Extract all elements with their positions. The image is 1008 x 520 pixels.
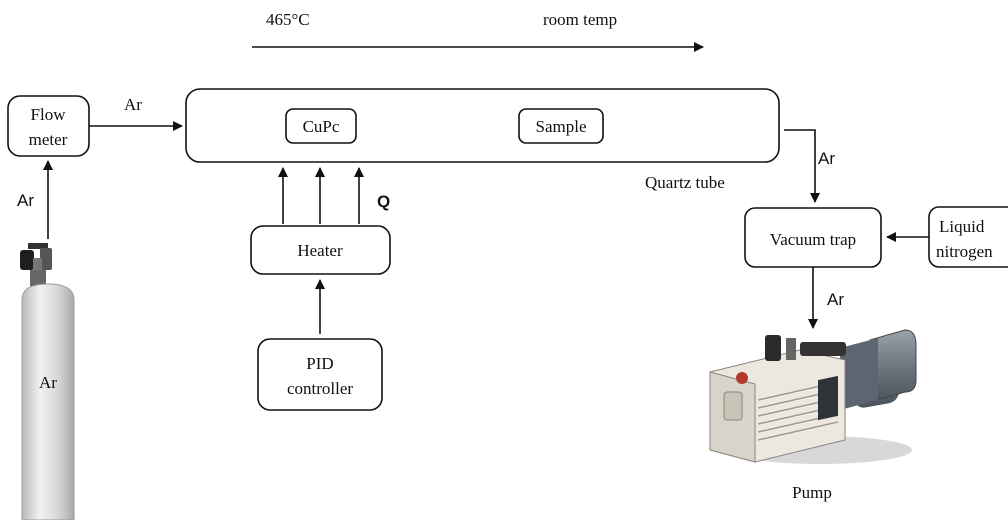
flow-meter-label-line1: Flow xyxy=(31,105,67,124)
sample-box xyxy=(518,108,604,144)
sample-label: Sample xyxy=(536,117,587,136)
liquid-nitrogen-label-line1: Liquid xyxy=(939,217,985,236)
pid-label-line1: PID xyxy=(306,354,333,373)
pump-label: Pump xyxy=(792,483,832,502)
gas-label-left: Ar xyxy=(17,191,34,210)
flow-meter-label-line2: meter xyxy=(29,130,68,149)
ar-to-pump-label: Ar xyxy=(827,290,844,309)
gas-label-top: Ar xyxy=(124,95,142,114)
quartz-tube-label: Quartz tube xyxy=(645,173,725,192)
quartz-tube-box xyxy=(185,88,780,163)
heat-label: Q xyxy=(377,192,390,211)
heater-label: Heater xyxy=(297,241,343,260)
gas-cylinder-image xyxy=(20,243,75,520)
liquid-nitrogen-box xyxy=(928,206,1008,268)
vacuum-trap-label: Vacuum trap xyxy=(770,230,856,249)
pid-controller-box xyxy=(257,338,383,411)
heater-box xyxy=(250,225,391,275)
ar-to-trap-label: Ar xyxy=(818,149,835,168)
cupc-label: CuPc xyxy=(303,117,340,136)
liquid-nitrogen-label-line2: nitrogen xyxy=(936,242,993,261)
cylinder-label: Ar xyxy=(39,373,57,392)
tube-to-trap-arrow xyxy=(784,129,820,203)
temp-room-label: room temp xyxy=(543,10,617,29)
vacuum-pump-image xyxy=(709,329,917,464)
cupc-box xyxy=(285,108,357,144)
pid-label-line2: controller xyxy=(287,379,353,398)
temp-hot-label: 465°C xyxy=(266,10,310,29)
